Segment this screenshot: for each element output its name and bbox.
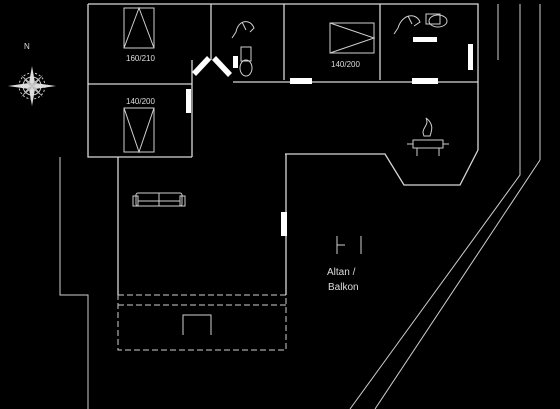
toilet-icon <box>425 13 448 28</box>
compass-north-label: N <box>24 42 30 51</box>
bedroom-2-size-label: 140/200 <box>126 97 155 106</box>
balcony-label-line1: Altan / <box>327 267 356 278</box>
bedroom-1-size-label: 160/210 <box>126 54 155 63</box>
window-icon <box>336 236 362 254</box>
bed-icon <box>329 22 376 54</box>
bedroom-3-size-label: 140/200 <box>331 60 360 69</box>
doors <box>186 37 473 236</box>
bed-icon <box>123 6 155 49</box>
bed-icon <box>123 107 155 154</box>
shower-icon <box>231 21 255 39</box>
balcony-label-line2: Balkon <box>328 282 359 293</box>
shower-icon <box>393 15 421 35</box>
sofa-icon <box>132 192 186 207</box>
compass-rose-icon <box>8 66 56 106</box>
fireplace-icon <box>407 117 449 156</box>
toilet-icon <box>239 46 253 77</box>
terrace-outline <box>117 294 287 351</box>
